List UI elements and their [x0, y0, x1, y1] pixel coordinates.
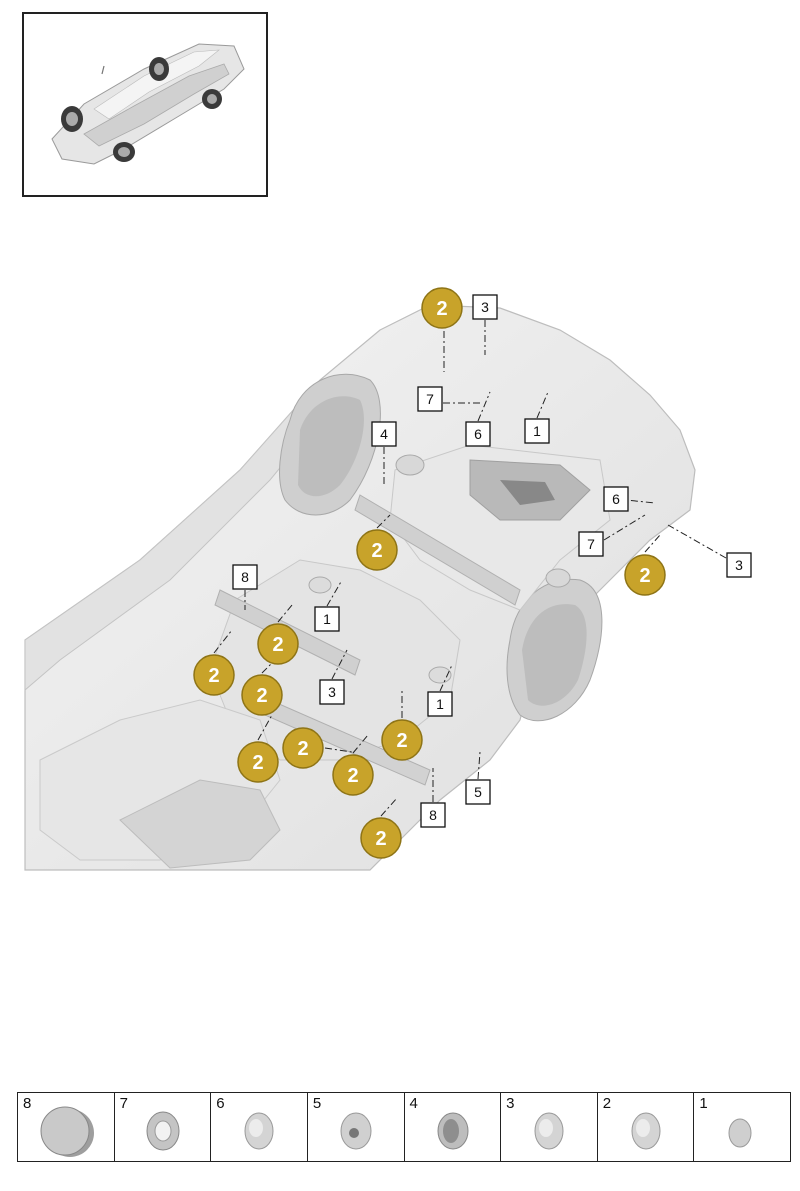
grommet-round-icon: [631, 1112, 661, 1150]
callout-square-6: 6: [465, 421, 491, 447]
callout-square-1: 1: [427, 691, 453, 717]
callout-label: 8: [241, 569, 249, 585]
leader-lines: [213, 320, 727, 817]
callout-square-1: 1: [524, 418, 550, 444]
legend-item-2: 2: [598, 1093, 695, 1161]
legend-number: 1: [699, 1095, 708, 1112]
legend-number: 8: [23, 1095, 32, 1112]
round-callouts: 2 2 2 2 2 2 2 2 2 2 2: [193, 287, 666, 859]
callout-label: 5: [474, 784, 482, 800]
callout-round-2: 2: [193, 654, 235, 696]
callout-square-7: 7: [578, 531, 604, 557]
grommet-oval-icon: [534, 1112, 564, 1150]
legend-item-6: 6: [211, 1093, 308, 1161]
callout-square-5: 5: [465, 779, 491, 805]
callout-label: 7: [587, 536, 595, 552]
callout-label: 6: [612, 491, 620, 507]
callout-label: 2: [252, 752, 263, 774]
callout-round-2: 2: [624, 554, 666, 596]
callout-label: 8: [429, 807, 437, 823]
grommet-cap-large-icon: [40, 1106, 94, 1157]
callout-label: 2: [436, 298, 447, 320]
car-underbody-thumbnail: [51, 43, 245, 165]
parts-legend: 8 7 6 5 4 3 2 1: [17, 1092, 791, 1162]
legend-number: 2: [602, 1095, 612, 1112]
callout-label: 2: [639, 565, 650, 587]
callout-square-6: 6: [603, 486, 629, 512]
legend-item-4: 4: [405, 1093, 502, 1161]
callout-square-3: 3: [726, 552, 752, 578]
grommet-dome-icon: [244, 1112, 274, 1150]
callout-label: 6: [474, 426, 482, 442]
callout-square-8: 8: [420, 802, 446, 828]
callout-label: 1: [436, 696, 444, 712]
callout-label: 2: [347, 765, 358, 787]
legend-item-8: 8: [18, 1093, 115, 1161]
callout-label: 3: [481, 299, 489, 315]
callout-label: 2: [208, 665, 219, 687]
legend-item-1: 1: [694, 1093, 790, 1161]
callout-square-4: 4: [371, 421, 397, 447]
callout-round-2: 2: [241, 674, 283, 716]
callout-round-2: 2: [332, 754, 374, 796]
grommet-ring-icon: [146, 1111, 180, 1151]
callout-round-2: 2: [257, 623, 299, 665]
vehicle-thumbnail: [22, 12, 268, 197]
callout-label: 1: [323, 611, 331, 627]
callout-round-2: 2: [237, 741, 279, 783]
callout-round-2: 2: [421, 287, 463, 329]
callout-label: 2: [371, 540, 382, 562]
callout-label: 7: [426, 391, 434, 407]
grommet-plug-icon: [437, 1112, 468, 1150]
callout-square-1: 1: [314, 606, 340, 632]
callout-label: 2: [396, 730, 407, 752]
callout-label: 2: [256, 685, 267, 707]
callout-label: 3: [328, 684, 336, 700]
callout-round-2: 2: [282, 727, 324, 769]
callout-square-7: 7: [417, 386, 443, 412]
legend-number: 5: [312, 1095, 322, 1112]
callout-label: 2: [375, 828, 386, 850]
callout-label: 3: [735, 557, 743, 573]
legend-number: 6: [216, 1095, 225, 1112]
callout-square-8: 8: [232, 564, 258, 590]
callout-square-3: 3: [319, 679, 345, 705]
legend-number: 7: [119, 1095, 128, 1112]
legend-number: 3: [506, 1095, 515, 1112]
legend-item-3: 3: [501, 1093, 598, 1161]
legend-item-7: 7: [115, 1093, 212, 1161]
callout-label: 4: [380, 426, 388, 442]
callout-label: 2: [272, 634, 283, 656]
legend-number: 4: [409, 1095, 418, 1112]
grommet-small-icon: [728, 1118, 752, 1148]
callout-round-2: 2: [381, 719, 423, 761]
callout-round-2: 2: [356, 529, 398, 571]
callout-label: 1: [533, 423, 541, 439]
callout-round-2: 2: [360, 817, 402, 859]
grommet-flat-icon: [340, 1112, 372, 1150]
legend-item-5: 5: [308, 1093, 405, 1161]
callout-square-3: 3: [472, 294, 498, 320]
callout-label: 2: [297, 738, 308, 760]
